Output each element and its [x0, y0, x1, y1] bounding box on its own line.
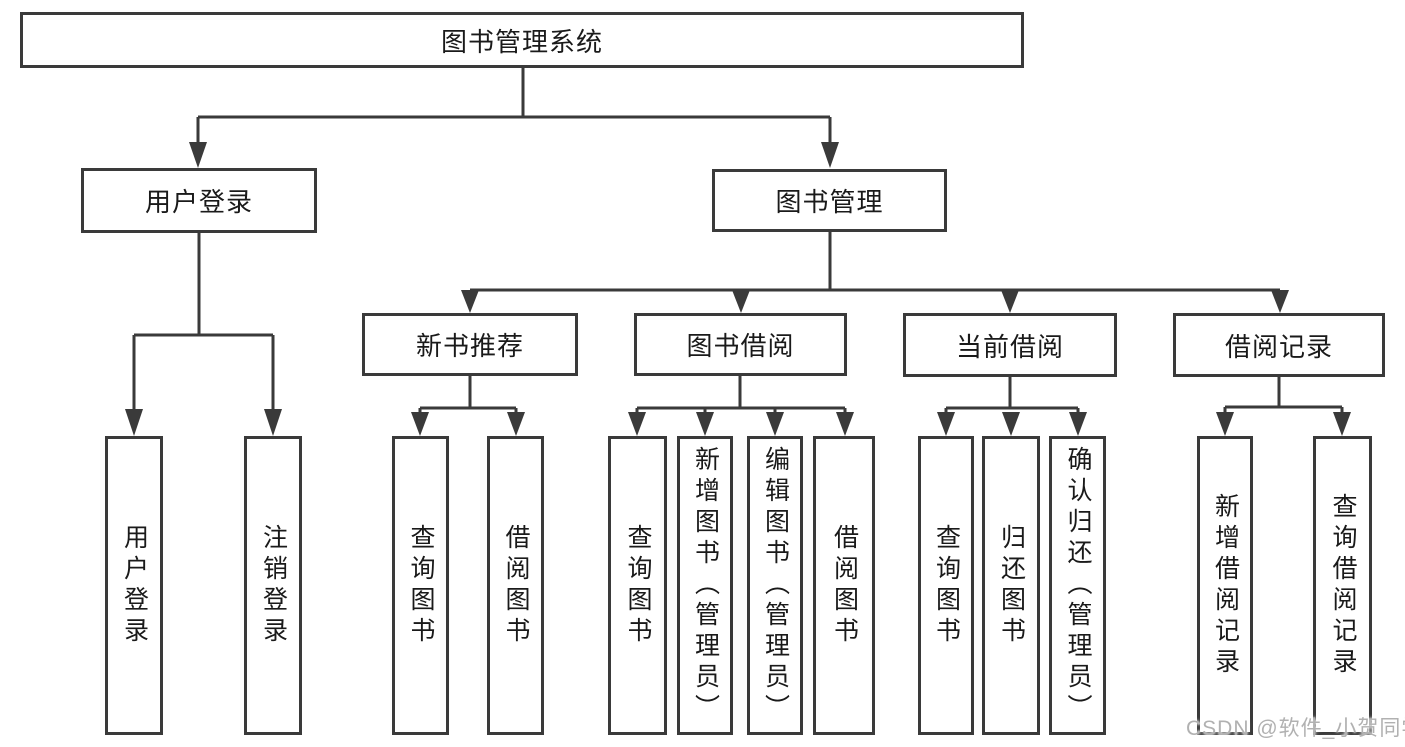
leaf-query-books-current-label: 查询图书	[932, 523, 961, 648]
leaf-user-login-label: 用户登录	[120, 523, 149, 648]
node-root-library-system: 图书管理系统	[20, 12, 1024, 68]
node-user-login: 用户登录	[81, 168, 317, 233]
leaf-edit-book-admin-label: 编辑图书（管理员）	[761, 446, 790, 725]
leaf-confirm-return-admin: 确认归还（管理员）	[1049, 436, 1106, 735]
leaf-add-borrow-record-label: 新增借阅记录	[1211, 492, 1240, 679]
leaf-query-books-recommend: 查询图书	[392, 436, 449, 735]
leaf-return-book: 归还图书	[982, 436, 1040, 735]
node-new-book-recommend: 新书推荐	[362, 313, 578, 376]
node-book-management-label: 图书管理	[775, 187, 884, 217]
node-current-borrowing-label: 当前借阅	[955, 331, 1064, 362]
leaf-add-borrow-record: 新增借阅记录	[1197, 436, 1253, 735]
leaf-return-book-label: 归还图书	[997, 523, 1026, 648]
node-current-borrowing: 当前借阅	[903, 313, 1117, 377]
node-borrowing-records-label: 借阅记录	[1224, 331, 1333, 362]
csdn-watermark: CSDN @软件_小贺同学	[1186, 717, 1405, 740]
leaf-query-books-borrowing: 查询图书	[608, 436, 667, 735]
leaf-edit-book-admin: 编辑图书（管理员）	[747, 436, 803, 735]
leaf-query-books-current: 查询图书	[918, 436, 974, 735]
node-book-borrowing-label: 图书借阅	[686, 331, 795, 361]
leaf-confirm-return-admin-label: 确认归还（管理员）	[1064, 446, 1092, 725]
node-new-book-recommend-label: 新书推荐	[415, 331, 524, 361]
leaf-query-books-borrowing-label: 查询图书	[624, 523, 652, 648]
leaf-query-books-recommend-label: 查询图书	[407, 523, 435, 648]
leaf-borrow-books-recommend: 借阅图书	[487, 436, 544, 735]
leaf-add-book-admin-label: 新增图书（管理员）	[691, 446, 720, 725]
leaf-add-book-admin: 新增图书（管理员）	[677, 436, 733, 735]
node-book-borrowing: 图书借阅	[634, 313, 847, 376]
leaf-query-borrow-record: 查询借阅记录	[1313, 436, 1372, 735]
node-root-label: 图书管理系统	[440, 26, 603, 57]
leaf-borrow-books-borrowing: 借阅图书	[813, 436, 875, 735]
node-borrowing-records: 借阅记录	[1173, 313, 1385, 377]
leaf-borrow-books-recommend-label: 借阅图书	[502, 523, 530, 648]
node-book-management: 图书管理	[712, 169, 947, 232]
leaf-query-borrow-record-label: 查询借阅记录	[1329, 492, 1357, 679]
leaf-user-login: 用户登录	[105, 436, 163, 735]
node-user-login-label: 用户登录	[144, 187, 253, 217]
leaf-logout-label: 注销登录	[259, 523, 288, 648]
leaf-borrow-books-borrowing-label: 借阅图书	[830, 523, 859, 648]
leaf-logout: 注销登录	[244, 436, 302, 735]
